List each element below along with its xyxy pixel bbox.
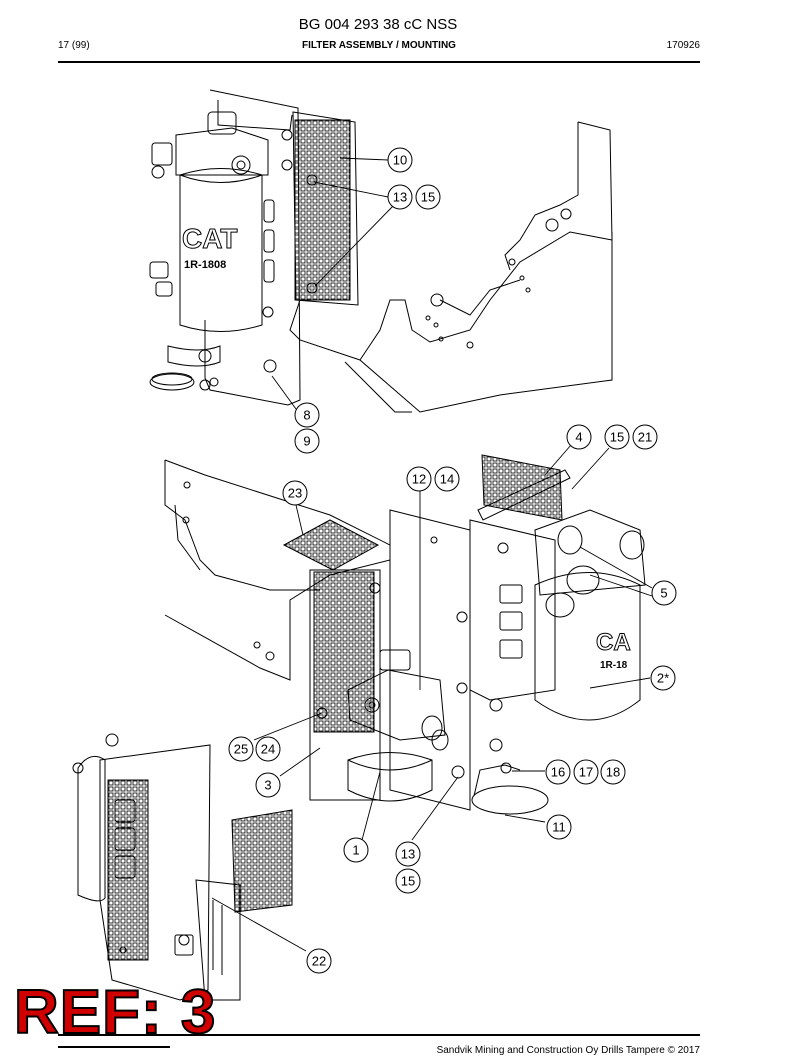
svg-text:15: 15 xyxy=(421,190,435,205)
callout-1: 1 xyxy=(343,837,369,863)
callout-15-bottom: 15 xyxy=(395,868,421,894)
filter-clamp xyxy=(149,373,195,391)
filter-brand-label: CAT xyxy=(182,223,237,254)
mounting-plate xyxy=(389,509,471,811)
svg-text:16: 16 xyxy=(551,765,565,780)
svg-text:24: 24 xyxy=(261,742,275,757)
callout-16: 16 xyxy=(545,759,571,785)
callout-24: 24 xyxy=(255,736,281,762)
callout-4: 4 xyxy=(566,424,592,450)
mount-bracket-plate xyxy=(204,89,301,406)
svg-text:18: 18 xyxy=(606,765,620,780)
callout-18: 18 xyxy=(600,759,626,785)
callout-21: 21 xyxy=(632,424,658,450)
svg-text:15: 15 xyxy=(401,874,415,889)
svg-text:25: 25 xyxy=(234,742,248,757)
document-id: BG 004 293 38 cC NSS xyxy=(298,16,458,33)
callout-13-bottom: 13 xyxy=(395,841,421,867)
callout-22: 22 xyxy=(306,948,332,974)
filter-canister xyxy=(179,168,263,332)
filter-part-label-partial: 1R-18 xyxy=(600,660,628,671)
svg-text:21: 21 xyxy=(638,430,652,445)
callout-10: 10 xyxy=(387,147,413,173)
footer-copyright: Sandvik Mining and Construction Oy Drill… xyxy=(436,1045,700,1056)
callout-8: 8 xyxy=(294,402,320,428)
callout-12: 12 xyxy=(406,466,432,492)
callout-13-top: 13 xyxy=(387,184,413,210)
svg-text:13: 13 xyxy=(401,847,415,862)
callout-2: 2* xyxy=(650,665,676,691)
svg-text:5: 5 xyxy=(660,586,667,601)
svg-text:3: 3 xyxy=(264,778,271,793)
clamp-11 xyxy=(471,785,549,815)
svg-text:22: 22 xyxy=(312,954,326,969)
callout-17: 17 xyxy=(573,759,599,785)
boom-frame-inner xyxy=(289,122,579,361)
reference-stamp: REF: 3 xyxy=(13,978,217,1047)
callout-15-right: 15 xyxy=(604,424,630,450)
filter-head xyxy=(175,127,269,176)
callout-14: 14 xyxy=(434,466,460,492)
svg-text:10: 10 xyxy=(393,153,407,168)
svg-text:15: 15 xyxy=(610,430,624,445)
svg-text:2*: 2* xyxy=(657,671,669,686)
callout-9: 9 xyxy=(294,428,320,454)
callout-25: 25 xyxy=(228,736,254,762)
svg-text:23: 23 xyxy=(288,486,302,501)
filter-brand-label-partial: CA xyxy=(596,629,631,656)
top-assembly-view: CAT 1R-1808 xyxy=(149,89,613,413)
filter-head-5 xyxy=(534,509,646,596)
filter-element-2 xyxy=(534,572,641,721)
svg-text:14: 14 xyxy=(440,472,454,487)
svg-text:9: 9 xyxy=(303,434,310,449)
boom-frame xyxy=(359,121,613,413)
callout-15-top: 15 xyxy=(415,184,441,210)
side-view-assembly xyxy=(77,755,106,902)
callout-5: 5 xyxy=(651,580,677,606)
svg-text:11: 11 xyxy=(552,820,566,835)
svg-text:8: 8 xyxy=(303,408,310,423)
guard-plate xyxy=(292,111,359,306)
leader-lines xyxy=(211,157,653,952)
callout-balloons: 10 13 15 8 9 4 15 21 12 14 23 5 2* 25 24… xyxy=(228,147,677,974)
section-title: FILTER ASSEMBLY / MOUNTING xyxy=(302,40,456,51)
footer-rule xyxy=(58,1034,700,1036)
svg-text:4: 4 xyxy=(575,430,582,445)
callout-23: 23 xyxy=(282,480,308,506)
filter-guard-23 xyxy=(282,519,380,571)
svg-text:13: 13 xyxy=(393,190,407,205)
lower-frame xyxy=(164,459,391,681)
bottom-assembly-view: CA 1R-18 xyxy=(72,454,646,1001)
company-logo xyxy=(58,1046,170,1055)
page-number: 17 (99) xyxy=(58,40,90,51)
callout-3: 3 xyxy=(255,772,281,798)
filter-part-label: 1R-1808 xyxy=(184,259,226,271)
filter-bowl-1 xyxy=(347,752,433,802)
callout-11: 11 xyxy=(546,814,572,840)
svg-text:17: 17 xyxy=(579,765,593,780)
header-rule xyxy=(58,61,700,63)
svg-text:1: 1 xyxy=(352,843,359,858)
svg-text:12: 12 xyxy=(412,472,426,487)
date-code: 170926 xyxy=(666,40,700,51)
